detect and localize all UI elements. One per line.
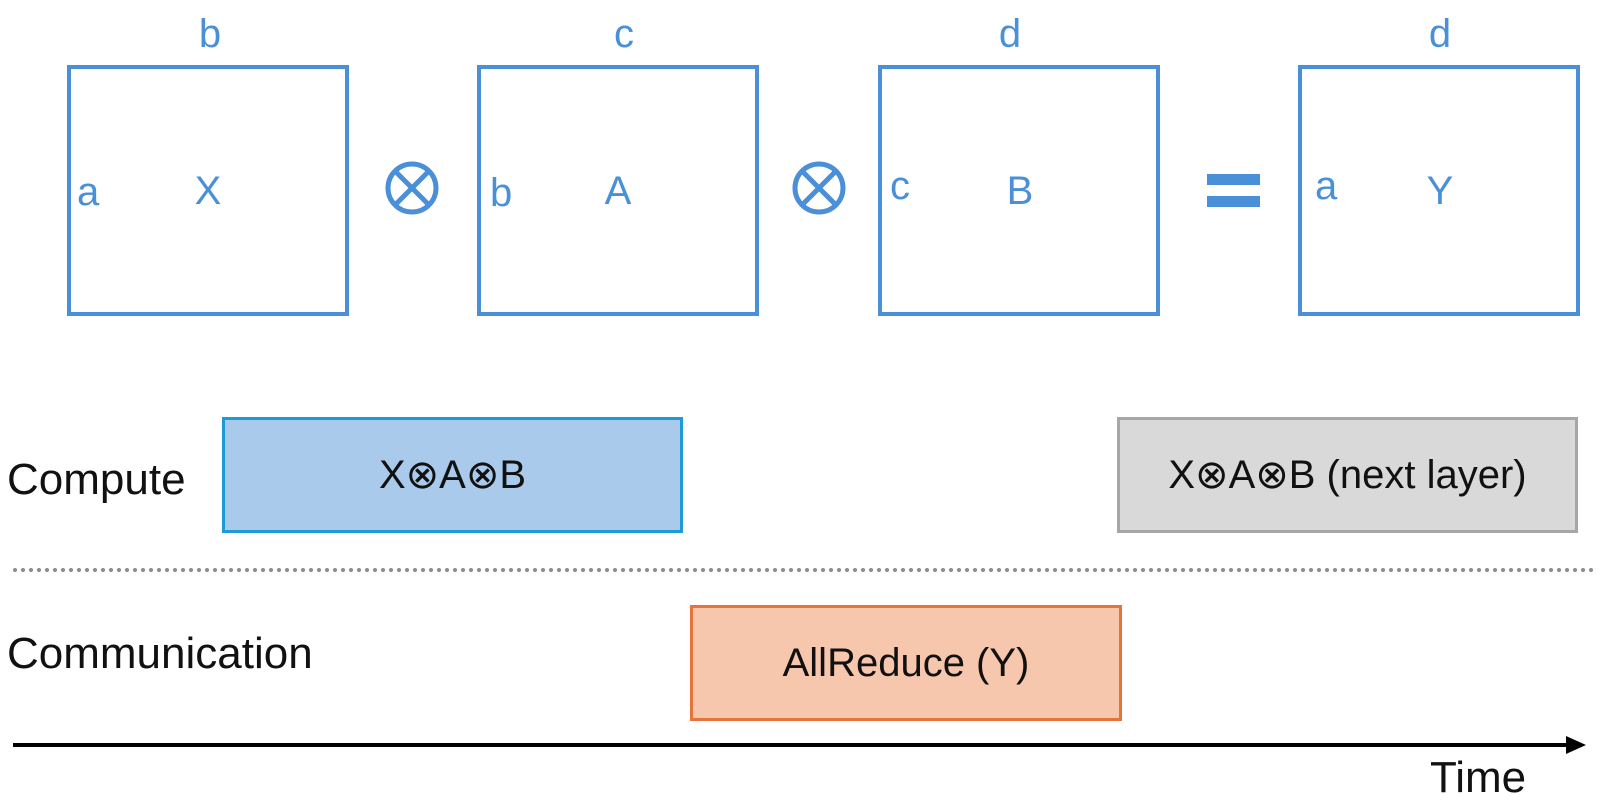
matrix-x-name: X	[194, 169, 222, 213]
compute-block: X⊗A⊗B	[222, 417, 683, 533]
matrix-b-name: B	[1006, 169, 1034, 213]
allreduce-block-label: AllReduce (Y)	[782, 640, 1030, 685]
allreduce-block: AllReduce (Y)	[690, 605, 1122, 721]
matrix-y-name: Y	[1426, 169, 1454, 213]
matrix-x-box	[67, 65, 349, 316]
matrix-a-top-dim: c	[614, 12, 634, 56]
matrix-x-top-dim: b	[198, 12, 222, 56]
compute-row-label: Compute	[7, 455, 186, 504]
compute-block-label: X⊗A⊗B	[378, 453, 527, 497]
next-layer-block-label: X⊗A⊗B (next layer)	[1168, 453, 1527, 497]
time-axis-arrow	[13, 736, 1586, 754]
matrix-a-name: A	[604, 169, 632, 213]
time-axis-label: Time	[1430, 753, 1527, 802]
matrix-b-box	[878, 65, 1160, 316]
equals-icon-bottom-bar	[1207, 196, 1260, 207]
matrix-y-top-dim: d	[1428, 12, 1452, 56]
next-layer-compute-block: X⊗A⊗B (next layer)	[1117, 417, 1578, 533]
matrix-a-left-dim: b	[490, 171, 513, 215]
matrix-x-left-dim: a	[77, 170, 100, 214]
matrix-y-box	[1298, 65, 1580, 316]
matrix-y-left-dim: a	[1315, 164, 1338, 208]
matrix-a-box	[477, 65, 759, 316]
tensor-product-icon	[385, 161, 439, 215]
tensor-product-icon	[792, 161, 846, 215]
equals-icon-top-bar	[1207, 174, 1260, 185]
matrix-b-left-dim: c	[890, 164, 910, 208]
row-divider	[13, 568, 1595, 572]
communication-row-label: Communication	[7, 629, 313, 678]
matrix-b-top-dim: d	[998, 12, 1022, 56]
